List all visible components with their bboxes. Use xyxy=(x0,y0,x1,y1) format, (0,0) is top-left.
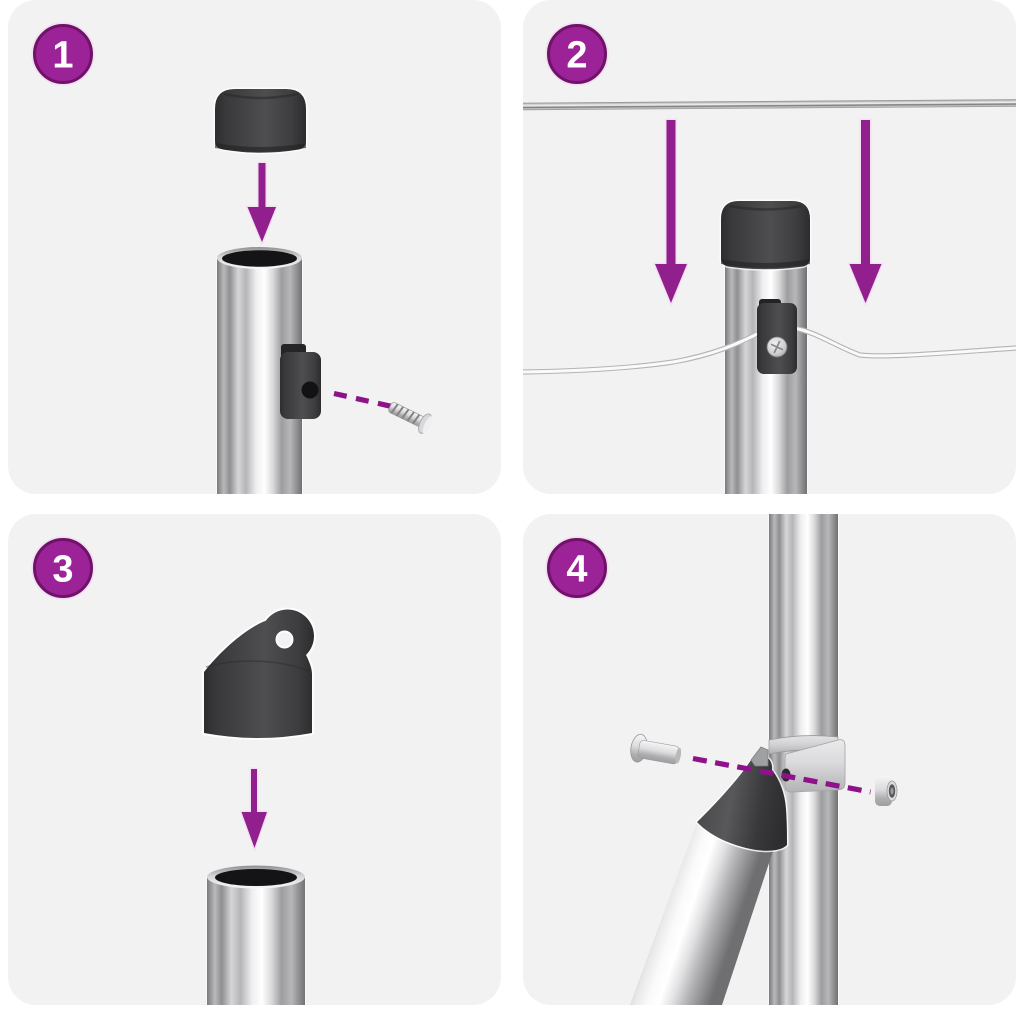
svg-text:3: 3 xyxy=(52,549,73,591)
svg-text:2: 2 xyxy=(566,35,587,77)
svg-text:1: 1 xyxy=(52,35,73,77)
svg-text:4: 4 xyxy=(566,549,587,591)
